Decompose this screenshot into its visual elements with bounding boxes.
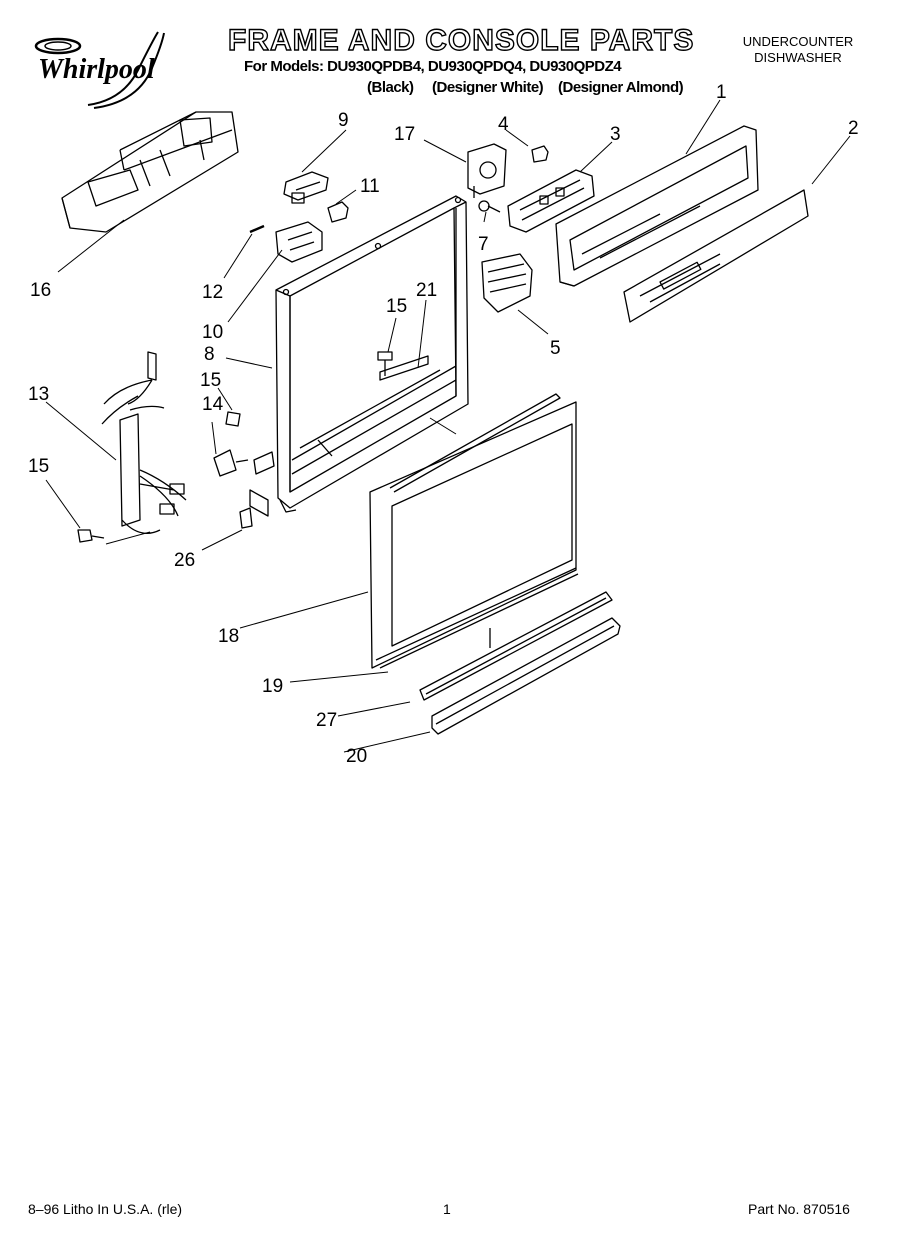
part-21-strip <box>379 355 429 381</box>
part-27-strip <box>419 591 613 701</box>
variant-designer-white: (Designer White) <box>432 79 544 96</box>
page-title: FRAME AND CONSOLE PARTS <box>227 23 695 57</box>
part-3-control-module <box>507 169 595 233</box>
callout-12: 12 <box>202 282 223 303</box>
callout-20: 20 <box>346 746 367 767</box>
part-15-screw-mid <box>225 411 241 427</box>
appliance-type-line-2: DISHWASHER <box>754 50 842 65</box>
callout-26: 26 <box>174 550 195 571</box>
callout-17: 17 <box>394 124 415 145</box>
callout-15-mid: 15 <box>200 370 221 391</box>
callout-15-lower: 15 <box>28 456 49 477</box>
part-8-door-frame <box>249 195 469 517</box>
variant-designer-almond: (Designer Almond) <box>558 79 684 96</box>
part-18-door-panel <box>369 393 577 669</box>
part-12-pin <box>249 224 265 234</box>
callout-3: 3 <box>610 124 621 145</box>
variant-black: (Black) <box>367 79 414 96</box>
models-line: For Models: DU930QPDB4, DU930QPDQ4, DU93… <box>244 58 622 75</box>
part-10-bracket <box>275 221 323 263</box>
callout-9: 9 <box>338 110 349 131</box>
callout-21: 21 <box>416 280 437 301</box>
callout-1: 1 <box>716 82 727 103</box>
callout-27: 27 <box>316 710 337 731</box>
part-15-screw-lower <box>77 529 105 543</box>
callout-7: 7 <box>478 234 489 255</box>
part-14-switch <box>213 449 249 477</box>
callout-16: 16 <box>30 280 51 301</box>
callout-8: 8 <box>204 344 215 365</box>
callout-19: 19 <box>262 676 283 697</box>
footer-litho: 8–96 Litho In U.S.A. (rle) <box>28 1201 183 1217</box>
logo-wordmark: Whirlpool <box>38 54 155 85</box>
callout-14: 14 <box>202 394 224 415</box>
part-26-clip <box>239 507 253 529</box>
part-5-wire-harness <box>481 253 533 313</box>
part-11-clip <box>327 201 349 223</box>
leader-lines <box>45 99 851 753</box>
callout-13: 13 <box>28 384 49 405</box>
part-16-channel <box>61 111 239 233</box>
part-19-bottom-trim <box>375 567 579 669</box>
footer-part-number: Part No. 870516 <box>748 1201 850 1217</box>
part-15-screw-upper <box>377 351 393 376</box>
appliance-type-line-1: UNDERCOUNTER <box>742 34 854 49</box>
callout-11: 11 <box>360 176 380 197</box>
callout-10: 10 <box>202 322 223 343</box>
callout-4: 4 <box>498 114 509 135</box>
part-7-screw <box>478 200 501 213</box>
part-2-trim-strip <box>623 189 809 323</box>
part-1-console-panel <box>555 125 759 287</box>
part-17-switch <box>467 143 507 198</box>
callout-18: 18 <box>218 626 239 647</box>
part-20-kickplate <box>431 617 621 735</box>
whirlpool-logo: Whirlpool <box>34 31 165 109</box>
part-9-hinge-bracket <box>283 171 329 204</box>
callout-5: 5 <box>550 338 561 359</box>
callout-2: 2 <box>848 118 859 139</box>
part-4-clip <box>531 145 549 163</box>
part-13-wiring-harness <box>101 351 187 534</box>
callout-15-upper: 15 <box>386 296 407 317</box>
footer-page-number: 1 <box>443 1201 451 1217</box>
